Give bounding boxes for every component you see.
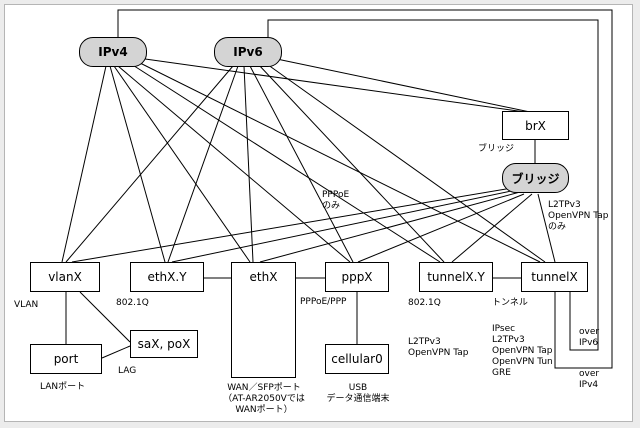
tunnelx-type-4: OpenVPN Tun xyxy=(492,357,553,367)
l2-only-line-3: のみ xyxy=(548,222,567,232)
edge-ipv4-pppx xyxy=(117,65,351,263)
edge-ipv4-brx xyxy=(137,57,526,113)
over-ipv6-line-1: over xyxy=(579,327,600,337)
edge-ipv4-tunnelxy xyxy=(127,61,441,263)
vlan-caption: VLAN xyxy=(14,300,39,310)
usb-caption: USB データ通信端末 xyxy=(316,383,400,405)
dot1q-eth-caption: 802.1Q xyxy=(116,298,149,308)
edge-bridge-ethxy xyxy=(171,189,517,263)
tunnelxy-types: L2TPv3 OpenVPN Tap xyxy=(408,337,468,359)
ethx-label: ethX xyxy=(249,270,278,284)
pppoe-only-note: PPPoE のみ xyxy=(322,190,349,212)
tunnelx-types: IPsec L2TPv3 OpenVPN Tap OpenVPN Tun GRE xyxy=(492,324,553,379)
port-label: port xyxy=(53,352,79,366)
tunnelx-type-1: IPsec xyxy=(492,324,516,334)
ipv4-node[interactable]: IPv4 xyxy=(79,37,147,67)
wan-line-3: WANポート） xyxy=(235,405,293,415)
over-ipv4-line-2: IPv4 xyxy=(579,380,599,390)
edge-ipv4-tunnelx xyxy=(133,59,541,263)
usb-line-2: データ通信端末 xyxy=(326,394,390,404)
ethx-node[interactable]: ethX xyxy=(231,262,296,378)
pppoe-ppp-caption: PPPoE/PPP xyxy=(300,297,347,307)
vlanx-label: vlanX xyxy=(48,270,82,284)
l2-only-line-1: L2TPv3 xyxy=(548,200,581,210)
pppoe-only-line-2: のみ xyxy=(322,201,341,211)
ipv6-label: IPv6 xyxy=(233,45,263,59)
edge-ipv6-pppx xyxy=(249,65,354,263)
over-ipv6-line-2: IPv6 xyxy=(579,338,599,348)
route-over-ipv4 xyxy=(117,9,613,369)
brx-caption: ブリッジ xyxy=(478,144,515,154)
tunnel-caption: トンネル xyxy=(492,298,528,308)
tunnelx-type-5: GRE xyxy=(492,368,511,378)
tunnelxy-type-2: OpenVPN Tap xyxy=(408,348,469,358)
brx-label: brX xyxy=(525,118,546,133)
edge-bridge-pppx xyxy=(357,193,525,263)
edge-bridge-tunnelx xyxy=(537,193,556,263)
route-over-ipv6 xyxy=(267,19,599,351)
ipv4-label: IPv4 xyxy=(98,45,128,59)
lanport-caption: LANポート xyxy=(40,382,86,392)
tunnelxy-type-1: L2TPv3 xyxy=(408,337,441,347)
diagram-frame xyxy=(4,4,633,422)
pppx-node[interactable]: pppX xyxy=(325,262,389,292)
pppx-label: pppX xyxy=(341,270,373,284)
over-ipv4-caption: over IPv4 xyxy=(579,369,599,391)
lag-caption: LAG xyxy=(118,366,137,376)
bridge-label: ブリッジ xyxy=(511,171,560,186)
tunnelx-type-2: L2TPv3 xyxy=(492,335,525,345)
cellular0-label: cellular0 xyxy=(331,352,383,366)
wan-line-1: WAN／SFPポート xyxy=(227,383,301,393)
vlanx-node[interactable]: vlanX xyxy=(30,262,100,292)
l2-only-note: L2TPv3 OpenVPN Tap のみ xyxy=(548,200,608,233)
usb-line-1: USB xyxy=(348,383,368,393)
edge-ipv6-tunnelxy xyxy=(257,63,445,263)
bridge-node[interactable]: ブリッジ xyxy=(502,163,569,193)
edge-ipv6-ethx xyxy=(243,65,254,263)
tunnelx-type-3: OpenVPN Tap xyxy=(492,346,553,356)
edge-ipv6-ethxy xyxy=(167,65,239,263)
saxpox-label: saX, poX xyxy=(137,337,191,351)
over-ipv4-line-1: over xyxy=(579,369,600,379)
ethxy-label: ethX.Y xyxy=(147,270,187,284)
wan-caption: WAN／SFPポート （AT-AR2050Vでは WANポート） xyxy=(216,383,312,416)
edge-ipv4-ethx xyxy=(113,65,251,263)
ethxy-node[interactable]: ethX.Y xyxy=(130,262,204,292)
dot1q-tun-caption: 802.1Q xyxy=(408,298,441,308)
edge-ipv6-tunnelx xyxy=(263,61,546,263)
over-ipv6-caption: over IPv6 xyxy=(579,327,599,349)
edge-bridge-ethx xyxy=(259,191,521,263)
edge-ipv4-vlanx xyxy=(61,65,107,263)
tunnelx-node[interactable]: tunnelX xyxy=(521,262,588,292)
saxpox-node[interactable]: saX, poX xyxy=(130,330,198,358)
edge-bridge-vlanx xyxy=(71,187,513,263)
brx-node[interactable]: brX xyxy=(502,111,569,140)
edge-ipv6-brx xyxy=(271,57,531,113)
ipv6-node[interactable]: IPv6 xyxy=(214,37,282,67)
l2-only-line-2: OpenVPN Tap xyxy=(548,211,609,221)
pppoe-only-line-1: PPPoE xyxy=(322,190,350,200)
tunnelxy-node[interactable]: tunnelX.Y xyxy=(419,262,493,292)
edge-bridge-tunnelxy xyxy=(451,193,533,263)
tunnelx-label: tunnelX xyxy=(531,270,578,284)
port-node[interactable]: port xyxy=(30,344,102,374)
wan-line-2: （AT-AR2050Vでは xyxy=(223,394,305,404)
edge-port-saxpox xyxy=(101,345,131,359)
cellular0-node[interactable]: cellular0 xyxy=(325,344,389,374)
edge-ipv6-vlanx xyxy=(65,65,234,263)
edge-vlanx-saxpox xyxy=(79,291,131,343)
edge-ipv4-ethxy xyxy=(109,65,166,263)
tunnelxy-label: tunnelX.Y xyxy=(427,270,485,284)
